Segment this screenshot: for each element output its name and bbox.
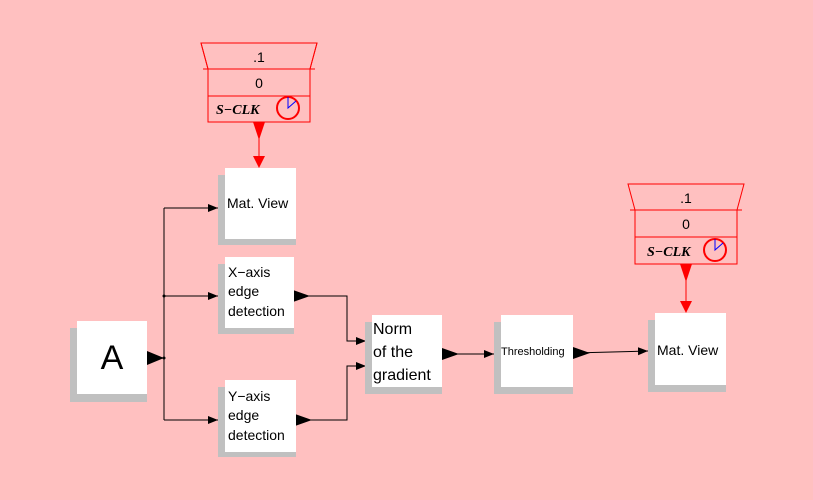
clock-2-hand-icon bbox=[714, 239, 724, 252]
norm-line3: gradient bbox=[373, 367, 431, 384]
clock-1-hand-icon bbox=[287, 97, 297, 110]
x-edge-line3: detection bbox=[228, 303, 285, 319]
matview-right-block[interactable]: Mat. View bbox=[648, 313, 726, 392]
clock-1-init: 0 bbox=[255, 75, 263, 91]
y-edge-line1: Y−axis bbox=[228, 388, 270, 404]
clock-2-arrow bbox=[680, 264, 692, 282]
norm-line1: Norm bbox=[373, 321, 412, 338]
norm-gradient-block[interactable]: Norm of the gradient bbox=[365, 315, 442, 394]
y-edge-line3: detection bbox=[228, 427, 285, 443]
clock-2-init: 0 bbox=[682, 216, 690, 232]
x-edge-line1: X−axis bbox=[228, 264, 270, 280]
x-edge-line2: edge bbox=[228, 283, 259, 299]
matview-top-label: Mat. View bbox=[227, 195, 289, 211]
output-port-threshold bbox=[573, 347, 590, 359]
clock-1-label: S−CLK bbox=[216, 103, 261, 118]
output-port-norm bbox=[442, 348, 459, 360]
y-edge-line2: edge bbox=[228, 407, 259, 423]
clock-block-1[interactable]: .1 0 S−CLK bbox=[200, 42, 318, 168]
output-port-y-edge bbox=[295, 414, 312, 426]
output-port-x-edge bbox=[293, 290, 310, 302]
clock-2-period: .1 bbox=[680, 190, 692, 206]
x-edge-block[interactable]: X−axis edge detection bbox=[218, 257, 294, 334]
split-point-1 bbox=[162, 294, 166, 298]
clock-2-label: S−CLK bbox=[647, 245, 692, 260]
norm-line2: of the bbox=[373, 344, 413, 361]
thresholding-block[interactable]: Thresholding bbox=[494, 315, 573, 394]
matview-right-label: Mat. View bbox=[657, 342, 719, 358]
y-edge-block[interactable]: Y−axis edge detection bbox=[218, 380, 296, 457]
clock-1-arrow bbox=[253, 122, 265, 140]
matview-top-block[interactable]: Mat. View bbox=[218, 168, 296, 245]
clock-2-input-arrow bbox=[680, 301, 692, 313]
thresholding-label: Thresholding bbox=[501, 346, 565, 358]
link-x-edge-to-norm bbox=[293, 295, 366, 345]
source-block-label: A bbox=[101, 339, 124, 377]
clock-block-2[interactable]: .1 0 S−CLK bbox=[627, 183, 745, 313]
clock-1-period: .1 bbox=[253, 49, 265, 65]
clock-1-input-arrow bbox=[253, 156, 265, 168]
link-y-edge-to-norm bbox=[295, 362, 366, 421]
signal-links bbox=[147, 204, 649, 424]
output-port-a bbox=[147, 351, 164, 365]
source-block-a[interactable]: A bbox=[70, 321, 147, 402]
